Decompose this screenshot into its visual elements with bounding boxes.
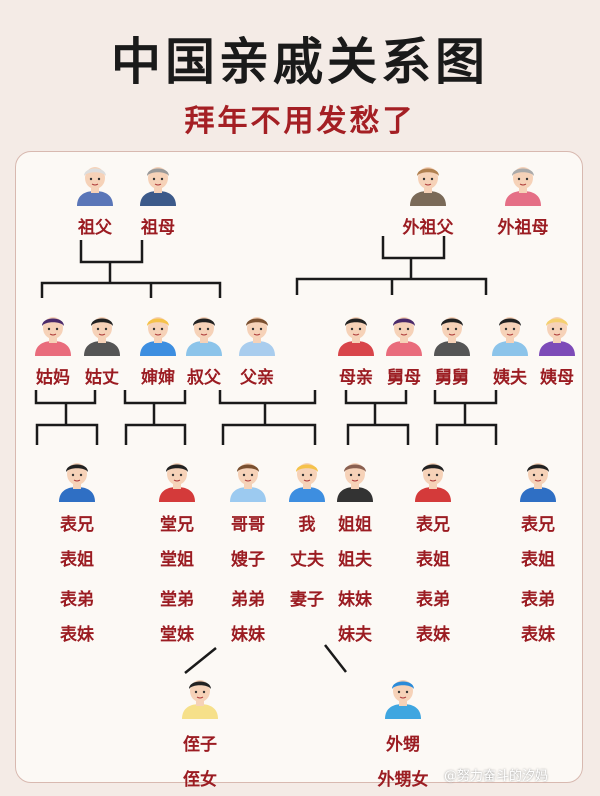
niece-nephew-label: 外甥女 <box>377 770 429 790</box>
sibling-cousin-label: 哥哥 <box>231 515 265 535</box>
person-avatar <box>488 312 532 360</box>
person-avatar <box>226 458 270 506</box>
grandparent-label: 外祖母 <box>497 218 549 238</box>
sibling-cousin-label: 妹妹 <box>231 625 265 645</box>
sibling-cousin-label: 嫂子 <box>231 550 265 570</box>
sibling-cousin-label: 表兄 <box>60 515 94 535</box>
sibling-cousin-label: 表姐 <box>521 550 555 570</box>
sibling-cousin-label: 表妹 <box>416 625 450 645</box>
parent-generation-label: 父亲 <box>240 368 274 388</box>
person-avatar <box>80 312 124 360</box>
sibling-cousin-label: 堂姐 <box>160 550 194 570</box>
sibling-cousin-label: 我 <box>298 515 316 535</box>
person-avatar <box>516 458 560 506</box>
person-avatar <box>235 312 279 360</box>
parent-generation-label: 姨母 <box>540 368 574 388</box>
watermark: @努力奋斗的汐妈 <box>444 769 549 784</box>
person-avatar <box>501 162 545 210</box>
person-avatar <box>411 458 455 506</box>
sibling-cousin-label: 表妹 <box>60 625 94 645</box>
niece-nephew-label: 侄女 <box>183 770 217 790</box>
sibling-cousin-label: 妹夫 <box>338 625 372 645</box>
sibling-cousin-label: 表姐 <box>60 550 94 570</box>
person-avatar <box>285 458 329 506</box>
person-avatar <box>182 312 226 360</box>
sibling-cousin-label: 妻子 <box>290 590 324 610</box>
sibling-cousin-label: 堂弟 <box>160 590 194 610</box>
sibling-cousin-label: 姐姐 <box>338 515 372 535</box>
sibling-cousin-label: 表弟 <box>521 590 555 610</box>
grandparent-label: 祖父 <box>78 218 112 238</box>
grandparent-label: 祖母 <box>141 218 175 238</box>
parent-generation-label: 叔父 <box>187 368 221 388</box>
person-avatar <box>55 458 99 506</box>
parent-generation-label: 姨夫 <box>493 368 527 388</box>
parent-generation-label: 姑丈 <box>85 368 119 388</box>
sibling-cousin-label: 弟弟 <box>231 590 265 610</box>
person-avatar <box>382 312 426 360</box>
sibling-cousin-label: 表妹 <box>521 625 555 645</box>
sibling-cousin-label: 表兄 <box>521 515 555 535</box>
person-avatar <box>136 162 180 210</box>
sibling-cousin-label: 表姐 <box>416 550 450 570</box>
page-subtitle: 拜年不用发愁了 <box>184 104 416 139</box>
parent-generation-label: 姑妈 <box>36 368 70 388</box>
parent-generation-label: 舅舅 <box>435 368 469 388</box>
person-avatar <box>178 675 222 723</box>
person-avatar <box>73 162 117 210</box>
sibling-cousin-label: 表弟 <box>60 590 94 610</box>
sibling-cousin-label: 妹妹 <box>338 590 372 610</box>
sibling-cousin-label: 表弟 <box>416 590 450 610</box>
sibling-cousin-label: 堂兄 <box>160 515 194 535</box>
page-title: 中国亲戚关系图 <box>111 32 489 91</box>
person-avatar <box>334 312 378 360</box>
person-avatar <box>406 162 450 210</box>
person-avatar <box>381 675 425 723</box>
person-avatar <box>155 458 199 506</box>
sibling-cousin-label: 堂妹 <box>160 625 194 645</box>
sibling-cousin-label: 丈夫 <box>290 550 324 570</box>
sibling-cousin-label: 姐夫 <box>338 550 372 570</box>
grandparent-label: 外祖父 <box>402 218 454 238</box>
niece-nephew-label: 外甥 <box>386 735 420 755</box>
sibling-cousin-label: 表兄 <box>416 515 450 535</box>
person-avatar <box>333 458 377 506</box>
person-avatar <box>31 312 75 360</box>
niece-nephew-label: 侄子 <box>183 735 217 755</box>
person-avatar <box>136 312 180 360</box>
parent-generation-label: 母亲 <box>339 368 373 388</box>
parent-generation-label: 婶婶 <box>141 368 175 388</box>
person-avatar <box>535 312 579 360</box>
parent-generation-label: 舅母 <box>387 368 421 388</box>
person-avatar <box>430 312 474 360</box>
